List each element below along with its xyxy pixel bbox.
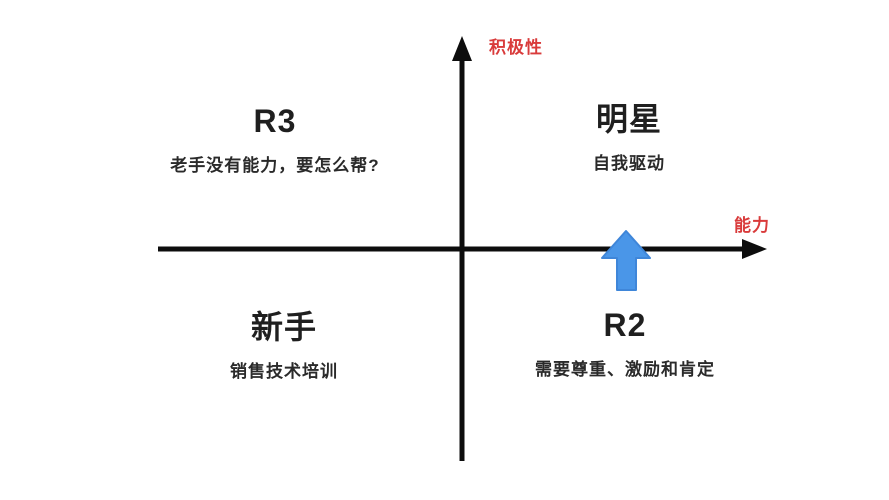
quadrant-top-left-title: R3 [253, 103, 297, 139]
quadrant-top-right-subtitle: 自我驱动 [593, 154, 665, 173]
quadrant-bottom-left-subtitle: 销售技术培训 [230, 362, 338, 381]
quadrant-top-left: R3 老手没有能力，要怎么帮? [125, 102, 425, 176]
quadrant-top-left-subtitle: 老手没有能力，要怎么帮? [170, 156, 380, 175]
y-axis-label: 积极性 [489, 38, 543, 57]
y-axis-arrowhead-icon [452, 36, 472, 61]
quadrant-top-right-title: 明星 [595, 101, 662, 137]
quadrant-bottom-right-subtitle: 需要尊重、激励和肯定 [535, 360, 715, 379]
up-arrow-icon [601, 230, 651, 291]
x-axis-arrowhead-icon [742, 239, 767, 259]
quadrant-top-right: 明星 自我驱动 [479, 100, 779, 174]
quadrant-bottom-left: 新手 销售技术培训 [134, 308, 434, 382]
x-axis-label: 能力 [734, 216, 770, 235]
quadrant-bottom-right-title: R2 [603, 307, 647, 343]
quadrant-bottom-right: R2 需要尊重、激励和肯定 [475, 306, 775, 380]
quadrant-bottom-left-title: 新手 [250, 309, 317, 345]
